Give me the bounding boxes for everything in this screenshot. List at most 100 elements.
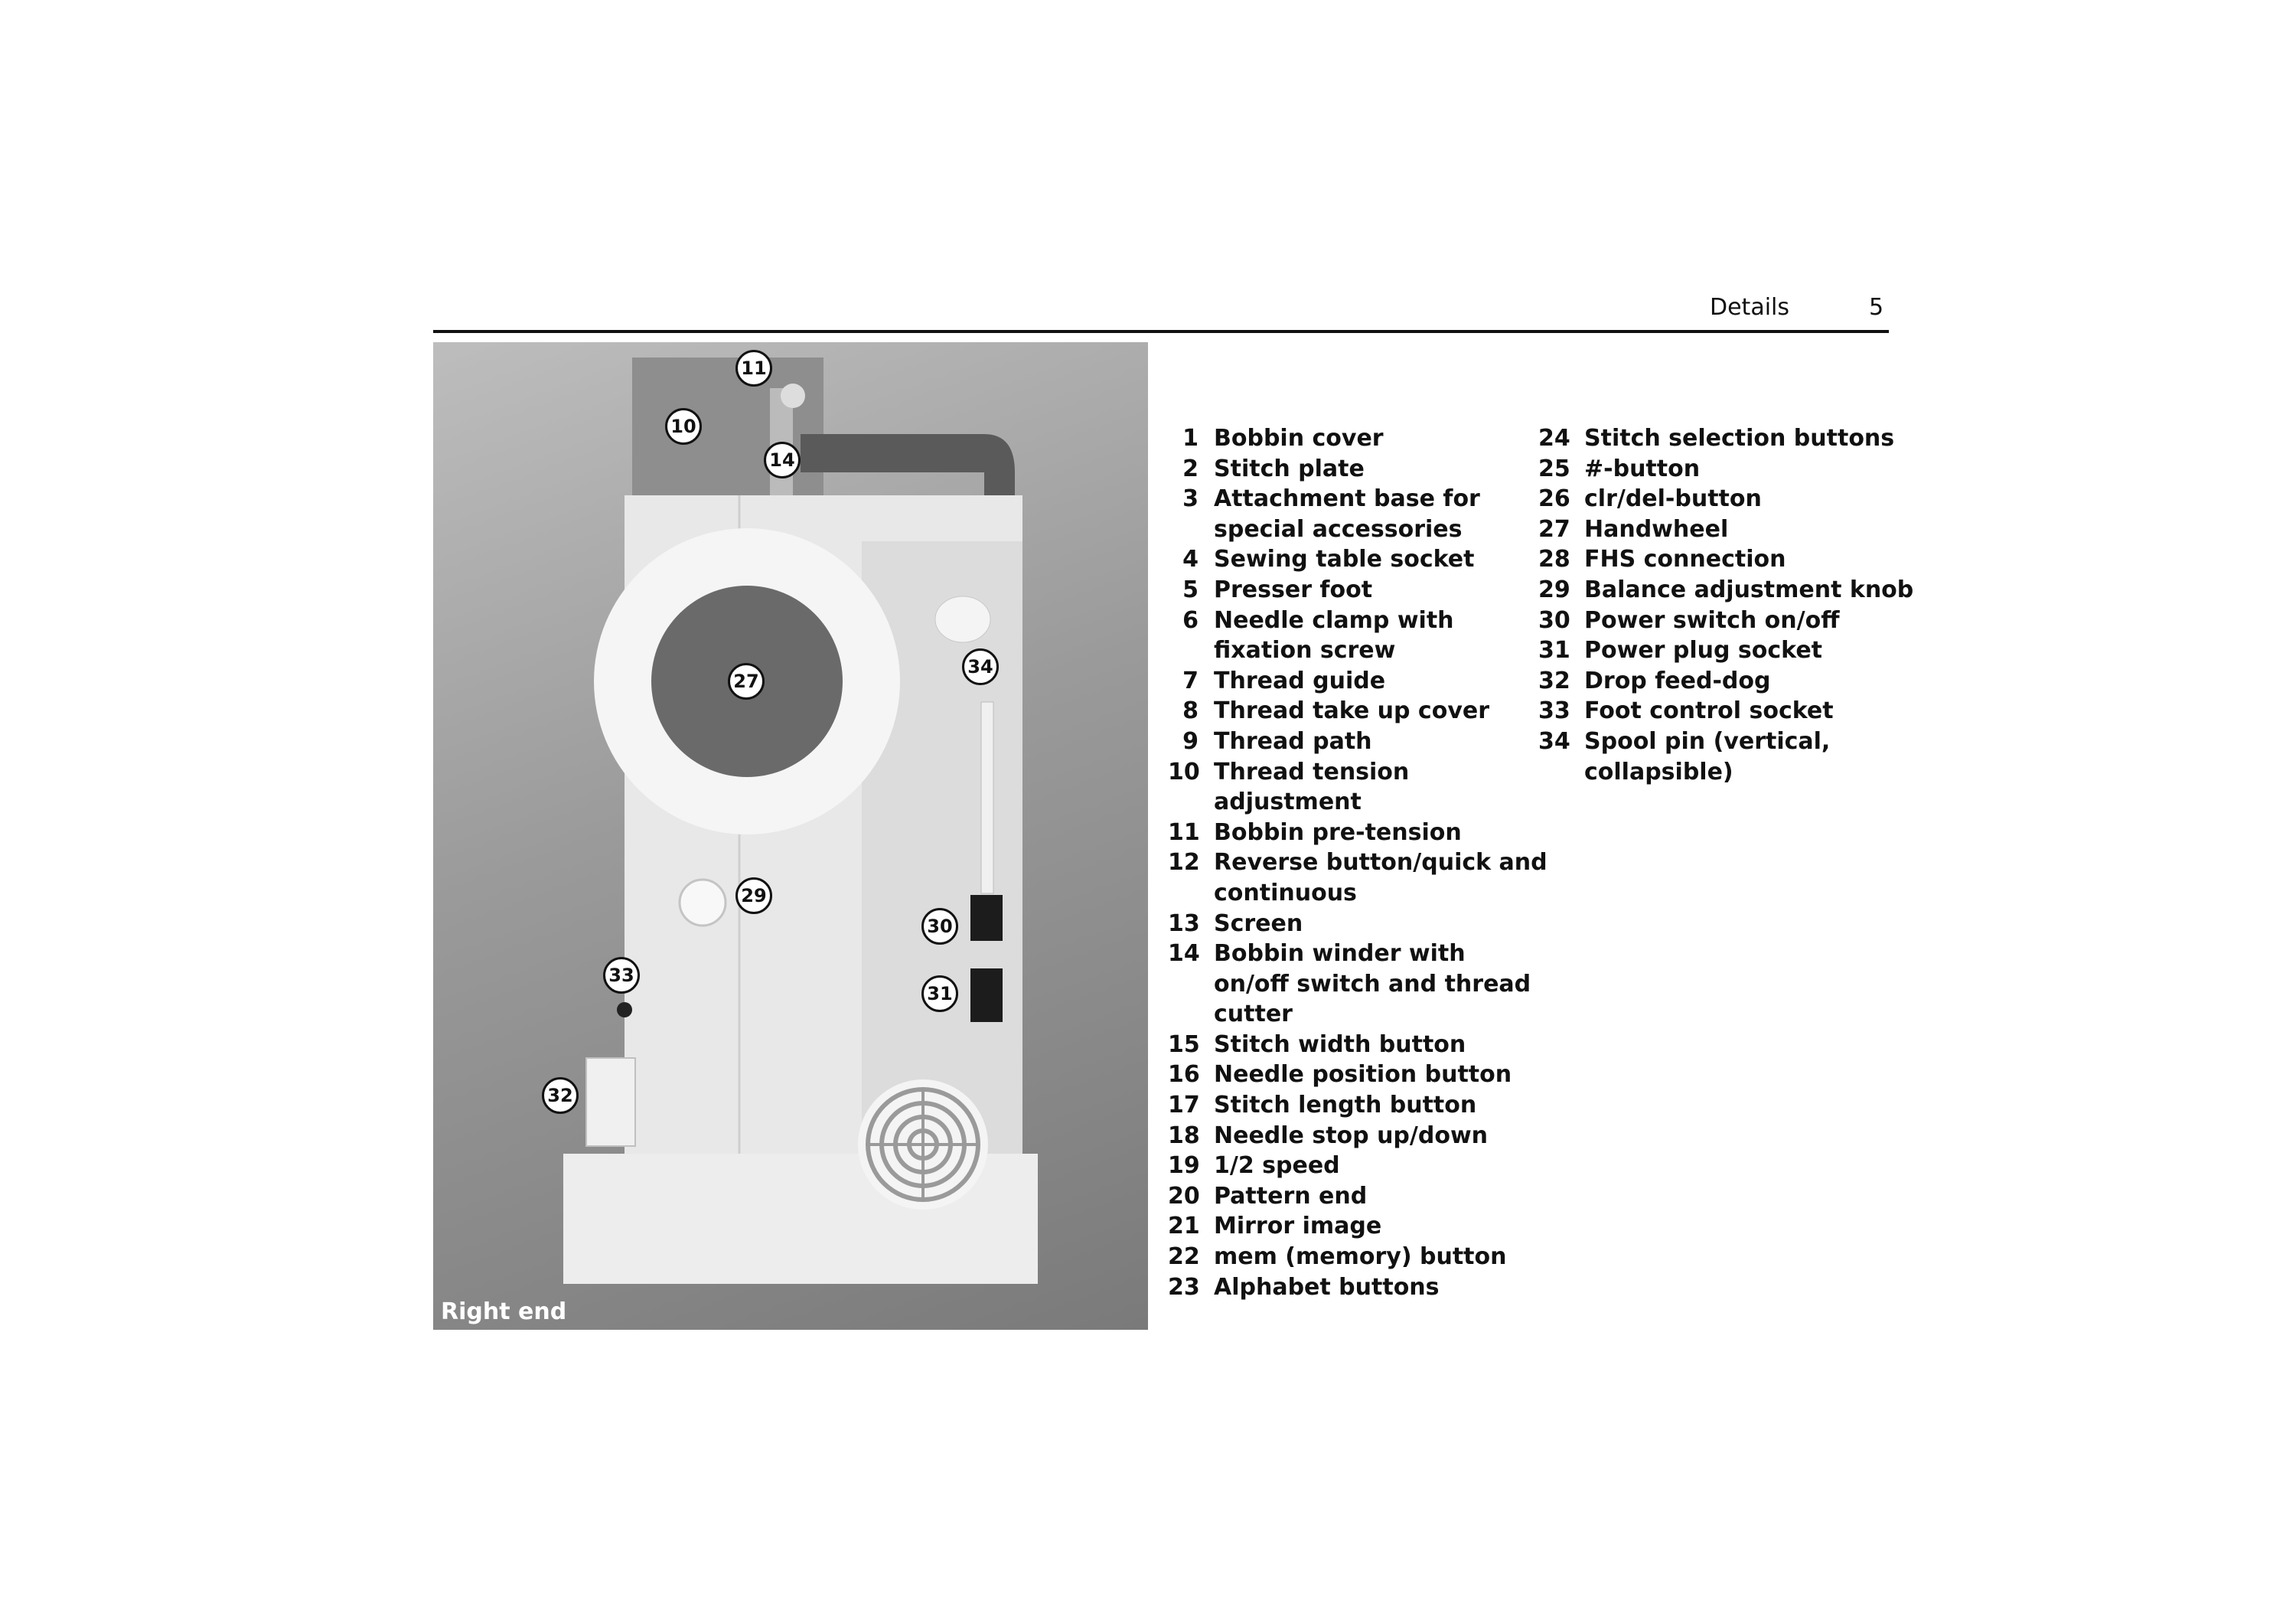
legend-label: Bobbin pre-tension — [1214, 818, 1462, 846]
legend-item: 2 Stitch plate — [1168, 454, 1548, 485]
power-switch — [970, 895, 1003, 941]
top-arm — [632, 358, 823, 511]
legend-number: 26 — [1538, 485, 1570, 513]
callout-31: 31 — [921, 975, 958, 1012]
legend-number: 32 — [1538, 667, 1570, 694]
page-number: 5 — [1869, 294, 1884, 321]
callout-32: 32 — [542, 1077, 579, 1114]
legend-item: 26 clr/del-button — [1538, 484, 1913, 514]
sewing-machine-illustration — [563, 358, 1038, 1284]
legend-label: mem (memory) button — [1214, 1243, 1507, 1271]
legend-item: 3 Attachment base for special accessories — [1168, 484, 1548, 544]
legend-item: 9 Thread path — [1168, 727, 1548, 757]
legend-item: 19 1/2 speed — [1168, 1151, 1548, 1181]
legend-item: 1 Bobbin cover — [1168, 423, 1548, 454]
legend-number: 16 — [1168, 1061, 1200, 1089]
callout-27: 27 — [728, 663, 765, 700]
legend-number: 31 — [1538, 637, 1570, 665]
legend-number: 24 — [1538, 425, 1570, 452]
callout-10: 10 — [665, 408, 702, 445]
callout-29: 29 — [735, 877, 772, 914]
legend-label: Needle clamp with fixation screw — [1214, 606, 1454, 665]
legend-label: Thread take up cover — [1214, 697, 1490, 725]
legend-number: 18 — [1168, 1122, 1200, 1149]
legend-number: 3 — [1182, 485, 1199, 513]
carry-handle — [801, 434, 1015, 541]
legend-item: 29 Balance adjustment knob — [1538, 575, 1913, 606]
legend-number: 28 — [1538, 546, 1570, 573]
legend-label: Bobbin winder with on/off switch and thr… — [1214, 940, 1531, 1028]
legend-label: Power switch on/off — [1584, 606, 1840, 634]
legend-item: 12 Reverse button/quick and continuous — [1168, 847, 1548, 908]
legend-label: Stitch plate — [1214, 455, 1365, 482]
callout-14: 14 — [764, 442, 801, 478]
legend-item: 25#-button — [1538, 454, 1913, 485]
legend-label: Stitch width button — [1214, 1030, 1466, 1058]
legend-number: 30 — [1538, 606, 1570, 634]
header-rule — [433, 330, 1889, 333]
legend-label: FHS connection — [1584, 546, 1786, 573]
legend-label: Power plug socket — [1584, 637, 1823, 665]
legend-number: 14 — [1168, 940, 1200, 968]
legend-number: 33 — [1538, 697, 1570, 725]
legend-number: 10 — [1168, 758, 1200, 785]
legend-label: Attachment base for special accessories — [1214, 485, 1480, 543]
legend-number: 20 — [1168, 1182, 1200, 1210]
legend-label: 1/2 speed — [1214, 1152, 1340, 1180]
legend-number: 23 — [1168, 1273, 1200, 1301]
legend-number: 1 — [1182, 425, 1199, 452]
legend-number: 17 — [1168, 1092, 1200, 1119]
legend-label: Spool pin (vertical, collapsible) — [1584, 727, 1831, 785]
legend-item: 27 Handwheel — [1538, 514, 1913, 545]
legend-number: 29 — [1538, 576, 1570, 603]
legend-number: 34 — [1538, 727, 1570, 755]
callout-11: 11 — [735, 350, 772, 387]
legend-number: 2 — [1182, 455, 1199, 482]
legend-item: 8 Thread take up cover — [1168, 696, 1548, 727]
legend-item: 6 Needle clamp with fixation screw — [1168, 606, 1548, 666]
legend-label: Alphabet buttons — [1214, 1273, 1440, 1301]
legend-item: 31 Power plug socket — [1538, 635, 1913, 666]
legend-label: Reverse button/quick and continuous — [1214, 849, 1548, 906]
legend-item: 11 Bobbin pre-tension — [1168, 818, 1548, 848]
machine-photo: 11 10 14 27 34 29 30 31 33 32 Right end — [433, 342, 1148, 1330]
photo-caption: Right end — [441, 1298, 567, 1325]
legend-item: 17 Stitch length button — [1168, 1090, 1548, 1121]
legend-number: 7 — [1182, 667, 1199, 694]
legend-number: 6 — [1182, 606, 1199, 634]
legend-number: 9 — [1182, 727, 1199, 755]
power-socket — [970, 968, 1003, 1022]
legend-label: Balance adjustment knob — [1584, 576, 1914, 603]
legend-item: 23 Alphabet buttons — [1168, 1272, 1548, 1303]
legend-number: 12 — [1168, 849, 1200, 877]
legend-label: Screen — [1214, 909, 1303, 937]
legend-label: clr/del-button — [1584, 485, 1762, 513]
legend-item: 14 Bobbin winder with on/off switch and t… — [1168, 939, 1548, 1030]
legend-number: 11 — [1168, 818, 1200, 846]
legend-label: Presser foot — [1214, 576, 1373, 603]
legend-number: 15 — [1168, 1030, 1200, 1058]
legend-label: Thread path — [1214, 727, 1372, 755]
legend-number: 22 — [1168, 1243, 1200, 1271]
legend-number: 27 — [1538, 515, 1570, 543]
legend-number: 21 — [1168, 1213, 1200, 1240]
legend-label: Stitch length button — [1214, 1092, 1477, 1119]
legend-number: 19 — [1168, 1152, 1200, 1180]
legend-number: 4 — [1182, 546, 1199, 573]
legend-number: 5 — [1182, 576, 1199, 603]
legend-number: 25 — [1538, 455, 1570, 482]
legend-item: 15 Stitch width button — [1168, 1030, 1548, 1060]
legend-label: Bobbin cover — [1214, 425, 1384, 452]
legend-label: Handwheel — [1584, 515, 1729, 543]
legend-number: 8 — [1182, 697, 1199, 725]
